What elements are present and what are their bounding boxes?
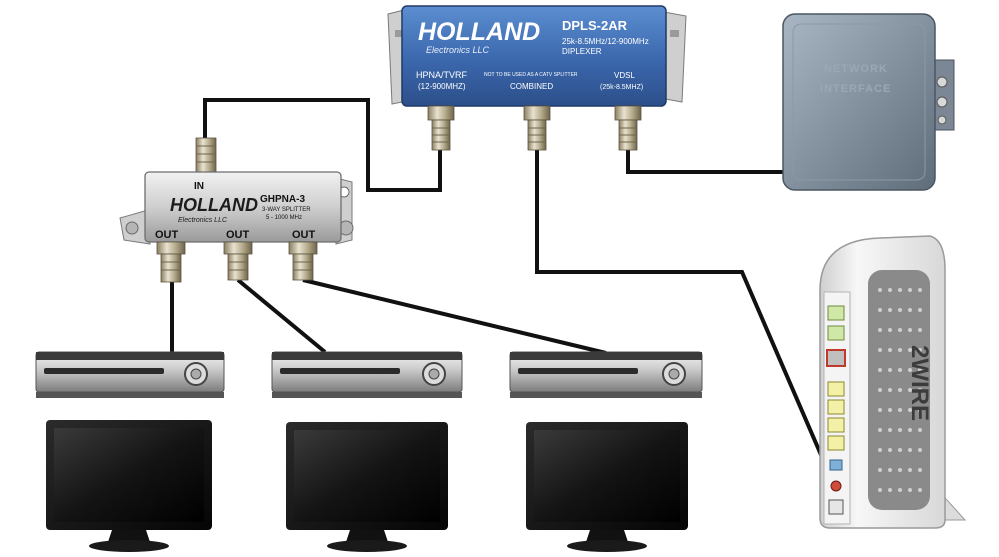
set-top-box-3 bbox=[509, 351, 703, 398]
splitter-connector-out3 bbox=[288, 241, 318, 281]
set-top-box-2 bbox=[271, 351, 463, 398]
splitter-brand: HOLLAND bbox=[170, 195, 258, 215]
television-1 bbox=[46, 420, 212, 552]
set-top-box-1 bbox=[35, 351, 225, 398]
gateway-port-ethernet-2 bbox=[827, 399, 845, 415]
nid-label-network: NETWORK bbox=[824, 63, 888, 75]
splitter-spec-line1: 3-WAY SPLITTER bbox=[262, 207, 311, 213]
diplexer: HOLLAND Electronics LLC DPLS-2AR 25k-8.5… bbox=[387, 5, 687, 151]
diplexer-connector-right bbox=[614, 105, 642, 151]
splitter-brand-sub: Electronics LLC bbox=[178, 217, 228, 224]
network-interface-box: NETWORK INTERFACE bbox=[782, 13, 955, 191]
splitter-spec-line2: 5 - 1000 MHz bbox=[266, 215, 302, 221]
cables bbox=[170, 98, 833, 479]
cable-diplexer-combined-to-gateway bbox=[535, 150, 833, 479]
gateway-port-ethernet-1 bbox=[827, 381, 845, 397]
diplexer-port-left-label: HPNA/TVRF bbox=[416, 70, 468, 80]
gateway-brand: 2WIRE bbox=[906, 345, 933, 421]
gateway-port-ethernet-4 bbox=[827, 435, 845, 451]
cable-splitter-in-to-diplexer-left bbox=[203, 98, 442, 192]
splitter-port-out1-label: OUT bbox=[155, 229, 179, 241]
diplexer-brand-sub: Electronics LLC bbox=[426, 45, 490, 55]
television-2 bbox=[286, 422, 448, 552]
splitter-connector-out1 bbox=[156, 241, 186, 283]
diplexer-warning: NOT TO BE USED AS A CATV SPLITTER bbox=[484, 72, 578, 78]
gateway-power-port bbox=[828, 499, 844, 515]
gateway-router: 2WIRE bbox=[819, 235, 967, 529]
gateway-port-dsl bbox=[826, 349, 846, 367]
diplexer-brand: HOLLAND bbox=[418, 18, 540, 46]
cable-diplexer-right-to-nid bbox=[626, 150, 785, 174]
diplexer-model: DPLS-2AR bbox=[562, 18, 628, 33]
diplexer-port-right-range: (25k-8.5MHZ) bbox=[600, 84, 643, 91]
nid-label-interface: INTERFACE bbox=[820, 83, 891, 95]
nid-body bbox=[782, 13, 936, 191]
television-3 bbox=[526, 422, 688, 552]
diplexer-connector-left bbox=[427, 105, 455, 151]
splitter-connector-in bbox=[195, 137, 217, 173]
gateway-port-usb bbox=[829, 459, 843, 471]
cable-splitter-out2-to-stb2 bbox=[236, 278, 327, 354]
gateway-port-ethernet-3 bbox=[827, 417, 845, 433]
diplexer-port-left-range: (12-900MHZ) bbox=[418, 82, 466, 91]
splitter-connector-out2 bbox=[223, 241, 253, 281]
diplexer-connector-combined bbox=[523, 105, 551, 151]
diplexer-spec-line2: DIPLEXER bbox=[562, 47, 602, 56]
gateway-port-line bbox=[827, 325, 845, 341]
gateway-port-phone bbox=[827, 305, 845, 321]
splitter-port-out2-label: OUT bbox=[226, 229, 250, 241]
diplexer-port-center-label: COMBINED bbox=[510, 82, 553, 91]
splitter-port-out3-label: OUT bbox=[292, 229, 316, 241]
cable-splitter-out3-to-stb3 bbox=[302, 278, 607, 355]
splitter-port-in-label: IN bbox=[194, 181, 204, 192]
splitter-model: GHPNA-3 bbox=[260, 194, 305, 205]
splitter: IN HOLLAND Electronics LLC GHPNA-3 3-WAY… bbox=[119, 137, 354, 283]
gateway-port-coax bbox=[830, 480, 842, 492]
diplexer-spec-line1: 25k-8.5MHz/12-900MHz bbox=[562, 37, 649, 46]
diplexer-port-right-label: VDSL bbox=[614, 71, 635, 80]
